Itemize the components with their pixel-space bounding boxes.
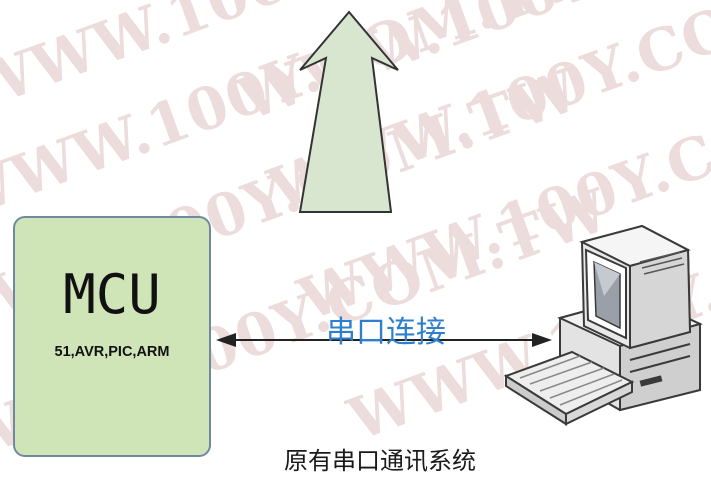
serial-connection-label: 串口连接	[326, 315, 446, 350]
up-arrow-icon	[298, 10, 399, 213]
arrow-head-right-icon	[532, 333, 552, 347]
mcu-title: MCU	[63, 263, 161, 326]
computer-icon	[503, 224, 703, 426]
diagram-caption: 原有串口通讯系统	[284, 447, 476, 475]
mcu-box: MCU 51,AVR,PIC,ARM	[13, 216, 211, 457]
arrow-head-left-icon	[216, 333, 236, 347]
mcu-subtitle: 51,AVR,PIC,ARM	[54, 344, 170, 360]
serial-connection-arrow	[216, 333, 552, 347]
